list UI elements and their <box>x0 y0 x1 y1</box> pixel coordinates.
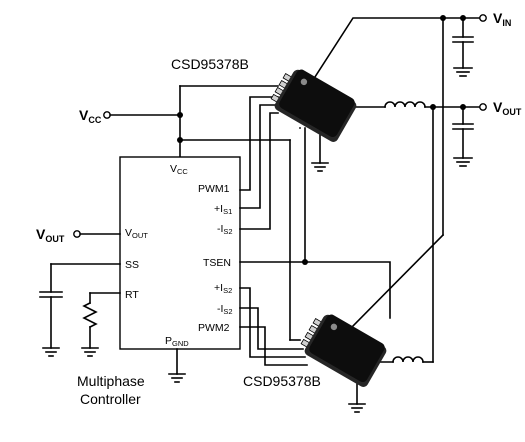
pin-vout: VOUT <box>125 227 148 240</box>
vcc-left-label: VCC <box>79 107 102 125</box>
controller-left-nets <box>39 230 121 357</box>
pin-is2-minus-bottom: -IS2 <box>217 303 233 316</box>
vcc-junction-dot-1 <box>177 112 183 118</box>
vin-terminal <box>479 14 487 22</box>
bottom-part-label: CSD95378B <box>243 373 321 389</box>
vin-label: VIN <box>493 10 511 28</box>
vout-rail <box>349 101 487 363</box>
inductor-bottom <box>392 356 424 363</box>
pin1-marker-icon <box>300 78 308 86</box>
pin-tsen: TSEN <box>203 257 231 269</box>
pin-is2-minus-top: -IS2 <box>217 223 233 236</box>
vout-terminal <box>479 103 487 111</box>
pin-is1-plus: +IS1 <box>214 203 232 216</box>
pin-pgnd: PGND <box>165 335 189 348</box>
vout-capacitor <box>452 106 474 167</box>
rt-resistor <box>82 301 98 329</box>
bottom-power-stage-chip <box>300 314 387 387</box>
vin-junction-dot <box>440 15 446 21</box>
top-power-stage-chip <box>270 69 357 142</box>
vout-right-label: VOUT <box>493 99 522 117</box>
controller-right-nets-bottom <box>239 287 308 366</box>
pin-pwm1: PWM1 <box>198 183 230 195</box>
top-part-label: CSD95378B <box>171 56 249 72</box>
controller-name-line1: Multiphase <box>77 373 145 389</box>
pgnd-ground <box>168 348 186 383</box>
inductor-top <box>384 101 426 108</box>
pin-is2-plus: +IS2 <box>214 282 232 295</box>
controller-name-line2: Controller <box>80 391 141 407</box>
vcc-junction-dot-2 <box>177 137 183 143</box>
vcc-net <box>103 85 301 341</box>
pin1-marker-icon <box>330 323 338 331</box>
pin-pwm2: PWM2 <box>198 322 230 334</box>
vout-left-label: VOUT <box>36 226 65 244</box>
vin-rail <box>311 14 487 330</box>
pin-ss: SS <box>125 259 139 271</box>
vin-wire-top <box>311 17 481 82</box>
controller-block <box>119 156 241 350</box>
vin-capacitor <box>452 17 474 77</box>
pin-vcc: VCC <box>170 163 188 176</box>
pin-rt: RT <box>125 289 139 301</box>
vin-wire-bottom <box>349 233 445 330</box>
controller-right-nets-top <box>239 96 391 319</box>
